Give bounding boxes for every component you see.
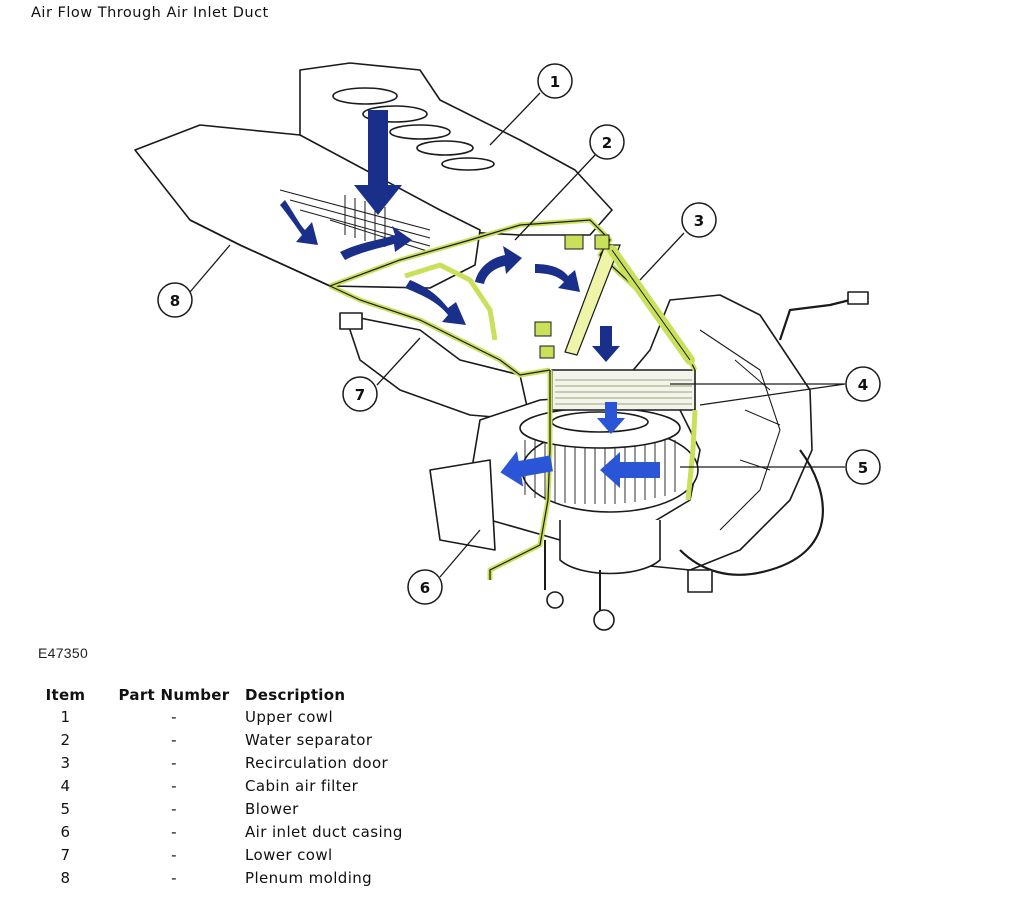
callout-7-circle	[342, 376, 378, 412]
parts-table: Item Part Number Description 1 - Upper c…	[28, 684, 403, 891]
figure-code: E47350	[38, 645, 89, 661]
arrow-filter-down	[592, 326, 620, 362]
air-inlet-duct-diagram: 1 2 3 4 5 6 7 8	[134, 62, 881, 631]
leader-3	[639, 232, 685, 281]
callout-6-circle	[407, 569, 443, 605]
leader-8	[189, 244, 231, 293]
callout-7: 7	[355, 386, 365, 404]
table-row: 2 - Water separator	[28, 730, 403, 753]
row-item: 5	[60, 800, 71, 818]
table-row: 1 - Upper cowl	[28, 707, 403, 730]
callout-3-circle	[681, 202, 717, 238]
row-description: Cabin air filter	[245, 777, 359, 795]
row-part-number: -	[171, 777, 177, 795]
header-description: Description	[245, 686, 346, 704]
leader-2	[514, 153, 597, 241]
arrow-blower-down	[597, 402, 625, 434]
callout-2-circle	[589, 124, 625, 160]
arrow-curve-center	[340, 226, 412, 260]
page-title: Air Flow Through Air Inlet Duct	[31, 5, 269, 21]
row-part-number: -	[171, 823, 177, 841]
row-description: Plenum molding	[245, 869, 373, 887]
callout-8-circle	[157, 282, 193, 318]
leader-7	[376, 337, 421, 386]
row-description: Recirculation door	[245, 754, 389, 772]
callout-8: 8	[170, 292, 180, 310]
airflow-arrows	[280, 110, 660, 488]
header-item: Item	[45, 686, 86, 704]
row-item: 7	[60, 846, 71, 864]
row-description: Upper cowl	[245, 708, 334, 726]
row-part-number: -	[171, 846, 177, 864]
arrow-duct-right	[405, 280, 466, 325]
callout-3: 3	[694, 212, 704, 230]
parts-table-header: Item Part Number Description	[28, 684, 403, 707]
row-item: 1	[60, 708, 71, 726]
arrow-blower-left	[600, 452, 660, 488]
callout-4: 4	[858, 376, 868, 394]
row-description: Lower cowl	[245, 846, 333, 864]
row-description: Water separator	[245, 731, 373, 749]
arrow-separator-up	[475, 246, 522, 284]
header-part-number: Part Number	[118, 686, 230, 704]
row-item: 2	[60, 731, 71, 749]
callout-4-circle	[845, 366, 881, 402]
callout-2: 2	[602, 134, 612, 152]
arrow-blower-exit	[500, 451, 553, 487]
row-description: Blower	[245, 800, 299, 818]
leader-1	[489, 92, 541, 146]
row-item: 3	[60, 754, 71, 772]
callout-6: 6	[420, 579, 430, 597]
leader-6	[439, 529, 481, 578]
callout-5: 5	[858, 459, 868, 477]
arrow-curve-left	[280, 200, 318, 245]
recirculation-door-shape	[564, 244, 621, 356]
row-part-number: -	[171, 731, 177, 749]
row-part-number: -	[171, 708, 177, 726]
table-row: 7 - Lower cowl	[28, 845, 403, 868]
callout-1-circle	[537, 63, 573, 99]
leader-4	[670, 383, 846, 406]
table-row: 6 - Air inlet duct casing	[28, 822, 403, 845]
row-item: 4	[60, 777, 71, 795]
callout-5-circle	[845, 449, 881, 485]
table-row: 4 - Cabin air filter	[28, 776, 403, 799]
table-row: 8 - Plenum molding	[28, 868, 403, 891]
callouts	[157, 63, 881, 605]
row-item: 8	[60, 869, 71, 887]
row-item: 6	[60, 823, 71, 841]
row-part-number: -	[171, 869, 177, 887]
row-description: Air inlet duct casing	[245, 823, 403, 841]
arrow-down-large	[354, 110, 402, 215]
row-part-number: -	[171, 800, 177, 818]
row-part-number: -	[171, 754, 177, 772]
table-row: 5 - Blower	[28, 799, 403, 822]
callout-1: 1	[550, 73, 560, 91]
arrow-separator-right	[535, 264, 580, 292]
table-row: 3 - Recirculation door	[28, 753, 403, 776]
